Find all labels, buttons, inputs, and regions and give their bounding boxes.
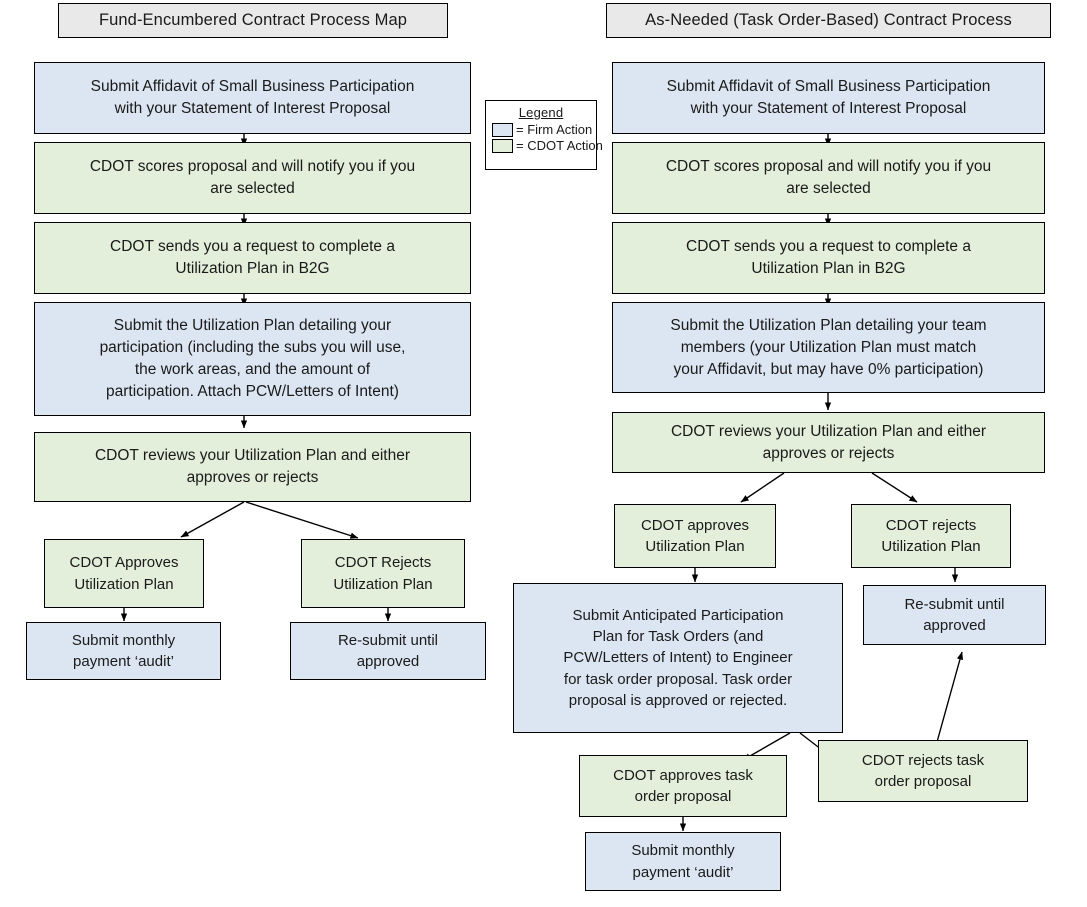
edge-R5-R7 [871, 472, 918, 503]
node-L3-cdot-request-utilization-plan[interactable]: CDOT sends you a request to complete a U… [34, 222, 471, 294]
legend-label-cdot-action: = CDOT Action [516, 138, 603, 153]
node-R2-cdot-scores-proposal[interactable]: CDOT scores proposal and will notify you… [612, 142, 1045, 214]
edge-R5-R6 [740, 472, 785, 503]
edge-L5-L6 [180, 501, 245, 538]
node-R8-submit-anticipated-participation-plan[interactable]: Submit Anticipated Participation Plan fo… [513, 583, 843, 733]
legend-row-firm-action: = Firm Action [492, 122, 596, 137]
edge-L5-L7 [245, 501, 359, 539]
node-R10-cdot-approves-task-order[interactable]: CDOT approves task order proposal [579, 755, 787, 817]
edge-R11-R9 [936, 651, 964, 743]
column-title-fund-encumbered: Fund-Encumbered Contract Process Map [58, 3, 448, 38]
node-R11-cdot-rejects-task-order[interactable]: CDOT rejects task order proposal [818, 740, 1028, 802]
node-R5-cdot-reviews-utilization-plan[interactable]: CDOT reviews your Utilization Plan and e… [612, 412, 1045, 473]
node-L1-submit-affidavit[interactable]: Submit Affidavit of Small Business Parti… [34, 62, 471, 134]
node-R9-resubmit-until-approved[interactable]: Re-submit until approved [863, 585, 1046, 645]
legend-label-firm-action: = Firm Action [516, 122, 593, 137]
node-L4-submit-utilization-plan[interactable]: Submit the Utilization Plan detailing yo… [34, 302, 471, 416]
legend-title: Legend [518, 105, 564, 120]
node-L8-submit-monthly-payment-audit[interactable]: Submit monthly payment ‘audit’ [26, 622, 221, 680]
node-L6-cdot-approves-utilization-plan[interactable]: CDOT Approves Utilization Plan [44, 539, 204, 608]
node-R12-submit-monthly-payment-audit[interactable]: Submit monthly payment ‘audit’ [585, 832, 781, 891]
node-R7-cdot-rejects-utilization-plan[interactable]: CDOT rejects Utilization Plan [851, 504, 1011, 568]
node-L5-cdot-reviews-utilization-plan[interactable]: CDOT reviews your Utilization Plan and e… [34, 432, 471, 502]
node-L2-cdot-scores-proposal[interactable]: CDOT scores proposal and will notify you… [34, 142, 471, 214]
node-L7-cdot-rejects-utilization-plan[interactable]: CDOT Rejects Utilization Plan [301, 539, 465, 608]
node-R3-cdot-request-utilization-plan[interactable]: CDOT sends you a request to complete a U… [612, 222, 1045, 294]
legend-swatch-cdot-icon [492, 138, 513, 153]
column-title-as-needed: As-Needed (Task Order-Based) Contract Pr… [606, 3, 1051, 38]
node-L9-resubmit-until-approved[interactable]: Re-submit until approved [290, 622, 486, 680]
node-R4-submit-utilization-plan[interactable]: Submit the Utilization Plan detailing yo… [612, 302, 1045, 393]
legend-row-cdot-action: = CDOT Action [492, 138, 603, 153]
node-R1-submit-affidavit[interactable]: Submit Affidavit of Small Business Parti… [612, 62, 1045, 134]
legend: Legend = Firm Action = CDOT Action [485, 100, 603, 170]
legend-swatch-firm-icon [492, 122, 513, 137]
node-R6-cdot-approves-utilization-plan[interactable]: CDOT approves Utilization Plan [614, 504, 776, 568]
